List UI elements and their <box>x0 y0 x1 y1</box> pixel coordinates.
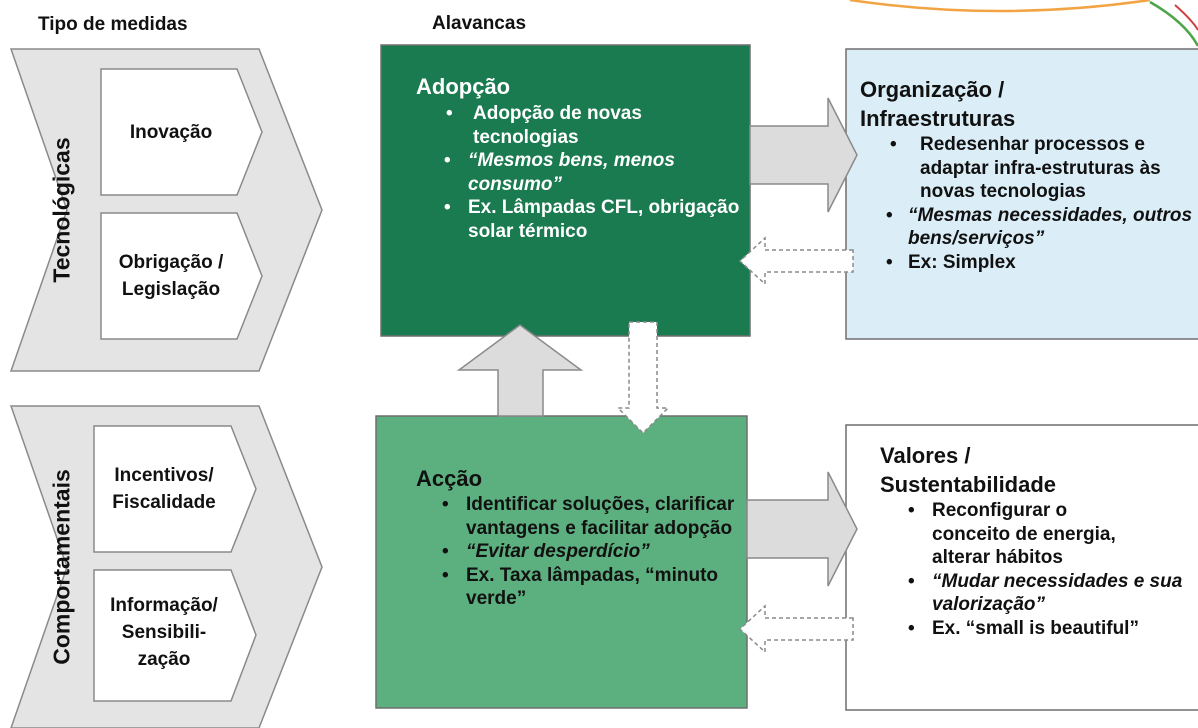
list-item: • Ex. Taxa lâmpadas, “minuto verde” <box>442 564 719 610</box>
box-valores-title: Valores / Sustentabilidade <box>880 443 1057 497</box>
list-item: • Reconfigurar o conceito de energia, al… <box>908 500 1116 568</box>
box-adopcao-title: Adopção <box>416 74 511 99</box>
chevron-obrigacao-shape <box>100 212 263 340</box>
decorative-arc-orange <box>849 0 1151 13</box>
list-item: • Adopção de novas tecnologias <box>446 103 642 148</box>
arrow-adopcao-to-organizacao <box>749 97 858 213</box>
chevron-incentivos-shape <box>93 425 257 553</box>
decorative-arc-red <box>1174 4 1198 31</box>
header-alavancas: Alavancas <box>432 13 527 34</box>
measure-informacao-sensibilizacao: Informação/ Sensibili- zação <box>110 595 218 670</box>
box-adopcao-shape <box>380 44 751 337</box>
list-item: • Ex. “small is beautiful” <box>908 617 1139 639</box>
box-valores-shape <box>845 424 1198 711</box>
box-organizacao-title: Organização / Infraestruturas <box>860 77 1016 131</box>
box-adopcao: Adopção • Adopção de novas tecnologias •… <box>416 72 746 243</box>
measure-inovacao-text: Inovação <box>129 122 213 143</box>
arrow-accao-to-adopcao <box>456 324 584 417</box>
group-label-tecnologicas: Tecnológicas <box>48 137 75 283</box>
list-item: • Ex. Lâmpadas CFL, obrigação solar térm… <box>444 197 740 242</box>
box-accao-title: Acção <box>416 466 483 491</box>
measure-obrigacao-legislacao: Obrigação / Legislação <box>118 252 224 300</box>
header-tipo-de-medidas: Tipo de medidas <box>38 14 188 35</box>
list-item: • Ex: Simplex <box>886 251 1016 273</box>
list-item: • “Mudar necessidades e sua valorização” <box>908 570 1183 616</box>
box-accao: Acção • Identificar soluções, clarificar… <box>416 464 743 611</box>
arrow-valores-to-accao-dashed <box>738 604 854 654</box>
arrow-organizacao-to-adopcao-dashed <box>738 236 854 286</box>
measure-inovacao: Inovação <box>101 119 241 146</box>
chevron-informacao-shape <box>93 569 257 702</box>
measure-incentivos-fiscalidade: Incentivos/ Fiscalidade <box>112 465 216 513</box>
list-item: • Redesenhar processos e adaptar infra-e… <box>890 134 1161 202</box>
list-item: • “Mesmos bens, menos consumo” <box>444 150 675 195</box>
list-item: • “Evitar desperdício” <box>442 541 650 562</box>
box-organizacao-shape <box>845 48 1198 340</box>
arrow-accao-to-valores <box>746 471 858 587</box>
box-valores: Valores / Sustentabilidade • Reconfigura… <box>880 441 1198 640</box>
decorative-arc-green <box>1149 0 1198 47</box>
chevron-inovacao-shape <box>100 68 263 196</box>
box-accao-shape <box>375 415 748 709</box>
box-organizacao: Organização / Infraestruturas • Redesenh… <box>860 75 1198 274</box>
group-label-comportamentais: Comportamentais <box>48 469 75 665</box>
list-item: • “Mesmas necessidades, outros bens/serv… <box>886 204 1193 250</box>
arrow-adopcao-to-accao-dashed <box>616 321 670 435</box>
list-item: • Identificar soluções, clarificar vanta… <box>442 494 735 539</box>
